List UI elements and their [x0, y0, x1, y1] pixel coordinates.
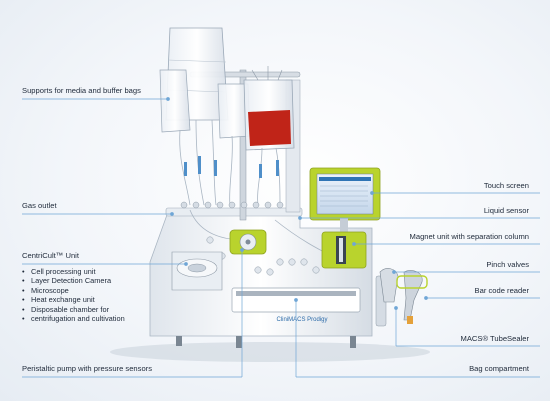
label-bag-compartment: Bag compartment: [469, 364, 529, 373]
bag-compartment-slot: [236, 291, 356, 296]
bar-code-reader: [403, 270, 423, 321]
leader-lines-right: [294, 191, 540, 378]
centricult-item: Cell processing unit: [22, 267, 125, 277]
device-feet: [176, 336, 356, 348]
blood-bag-fill: [248, 110, 291, 146]
centricult-item: Microscope: [22, 286, 125, 296]
label-peristaltic-pump: Peristaltic pump with pressure sensors: [22, 364, 152, 373]
label-touch-screen: Touch screen: [483, 181, 529, 190]
tubesealer-tip: [407, 316, 413, 324]
centricult-item: centrifugation and cultivation: [22, 314, 125, 324]
label-centricult: CentriCult™ Unit: [22, 251, 79, 260]
centricult-item: Heat exchange unit: [22, 295, 125, 305]
centricult-item: Disposable chamber for: [22, 305, 125, 315]
reader-highlight-ring: [396, 275, 428, 289]
media-bag-left: [159, 69, 191, 133]
label-pinch-valves: Pinch valves: [486, 260, 529, 269]
centricult-item: Layer Detection Camera: [22, 276, 125, 286]
blue-tube-clamps: [184, 156, 279, 178]
pinch-valves: [206, 236, 320, 276]
label-bar-code-reader: Bar code reader: [474, 286, 529, 295]
label-gas-outlet: Gas outlet: [22, 201, 57, 210]
valve-row: [180, 201, 284, 209]
tray-rail: [165, 207, 303, 217]
screen-header-bar: [319, 177, 371, 181]
label-supports: Supports for media and buffer bags: [22, 86, 141, 95]
separation-column: [339, 238, 343, 262]
label-liquid-sensor: Liquid sensor: [483, 206, 529, 215]
floor-shadow: [110, 342, 430, 362]
label-magnet-unit: Magnet unit with separation column: [409, 232, 529, 241]
label-tubesealer: MACS® TubeSealer: [460, 334, 529, 343]
leader-lines-left: [22, 97, 244, 378]
device-brand-text: CliniMACS Prodigy: [276, 317, 327, 323]
screen-mount: [340, 218, 348, 232]
centricult-feature-list: Cell processing unit Layer Detection Cam…: [22, 267, 125, 324]
